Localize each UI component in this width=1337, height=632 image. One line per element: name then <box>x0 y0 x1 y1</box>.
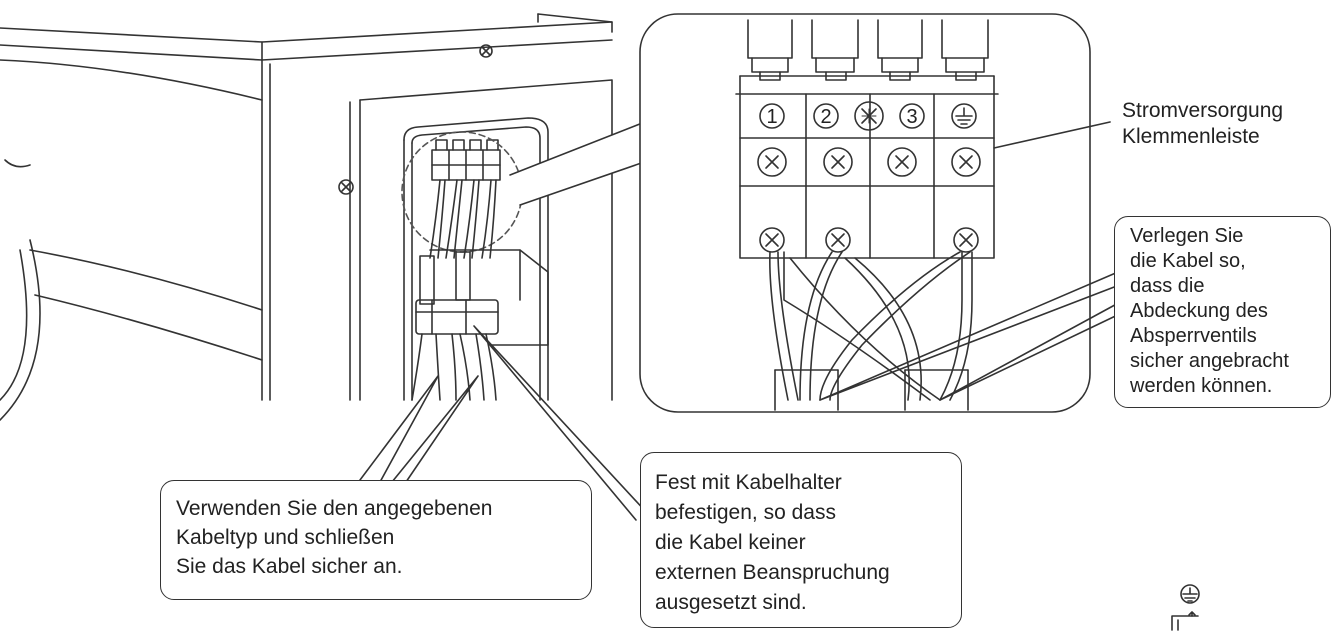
terminal-block-label: Stromversorgung Klemmenleiste <box>1122 98 1283 150</box>
clamp-line: ausgesetzt sind. <box>655 591 807 614</box>
terminal-number-3: 3 <box>906 106 917 128</box>
clamp-callout-text: Fest mit Kabelhalter befestigen, so dass… <box>655 468 890 618</box>
clamp-line: befestigen, so dass <box>655 501 836 524</box>
outdoor-unit-housing <box>0 13 613 421</box>
cable-type-callout <box>160 480 592 600</box>
routing-line: Abdeckung des <box>1130 300 1268 322</box>
routing-line: Absperrventils <box>1130 325 1257 347</box>
terminal-number-1: 1 <box>766 106 777 128</box>
cable-type-line: Kabeltyp und schließen <box>176 526 395 549</box>
cable-type-line: Verwenden Sie den angegebenen <box>176 497 493 520</box>
ground-symbol-small <box>1171 584 1200 631</box>
routing-line: dass die <box>1130 275 1205 297</box>
terminal-block-label-line: Klemmenleiste <box>1122 125 1260 148</box>
clamp-callout <box>640 452 962 628</box>
detail-view-frame <box>639 13 1091 413</box>
routing-line: werden können. <box>1130 375 1273 397</box>
zoom-leader <box>509 119 651 206</box>
detail-wires <box>769 251 973 411</box>
clamp-line: externen Beanspruchung <box>655 561 890 584</box>
terminal-block <box>735 19 999 259</box>
terminal-block-label-line: Stromversorgung <box>1122 99 1284 122</box>
clamp-line: Fest mit Kabelhalter <box>655 471 842 494</box>
cable-type-callout-text: Verwenden Sie den angegebenen Kabeltyp u… <box>176 494 492 581</box>
service-opening <box>401 117 549 401</box>
routing-line: sicher angebracht <box>1130 350 1289 372</box>
terminal-number-2: 2 <box>820 106 831 128</box>
routing-line: Verlegen Sie <box>1130 225 1244 247</box>
routing-line: die Kabel so, <box>1130 250 1246 272</box>
clamp-line: die Kabel keiner <box>655 531 806 554</box>
routing-callout-text: Verlegen Sie die Kabel so, dass die Abde… <box>1130 224 1289 399</box>
routing-callout <box>1114 216 1331 408</box>
cable-type-line: Sie das Kabel sicher an. <box>176 555 403 578</box>
leader-lines <box>359 121 1129 521</box>
